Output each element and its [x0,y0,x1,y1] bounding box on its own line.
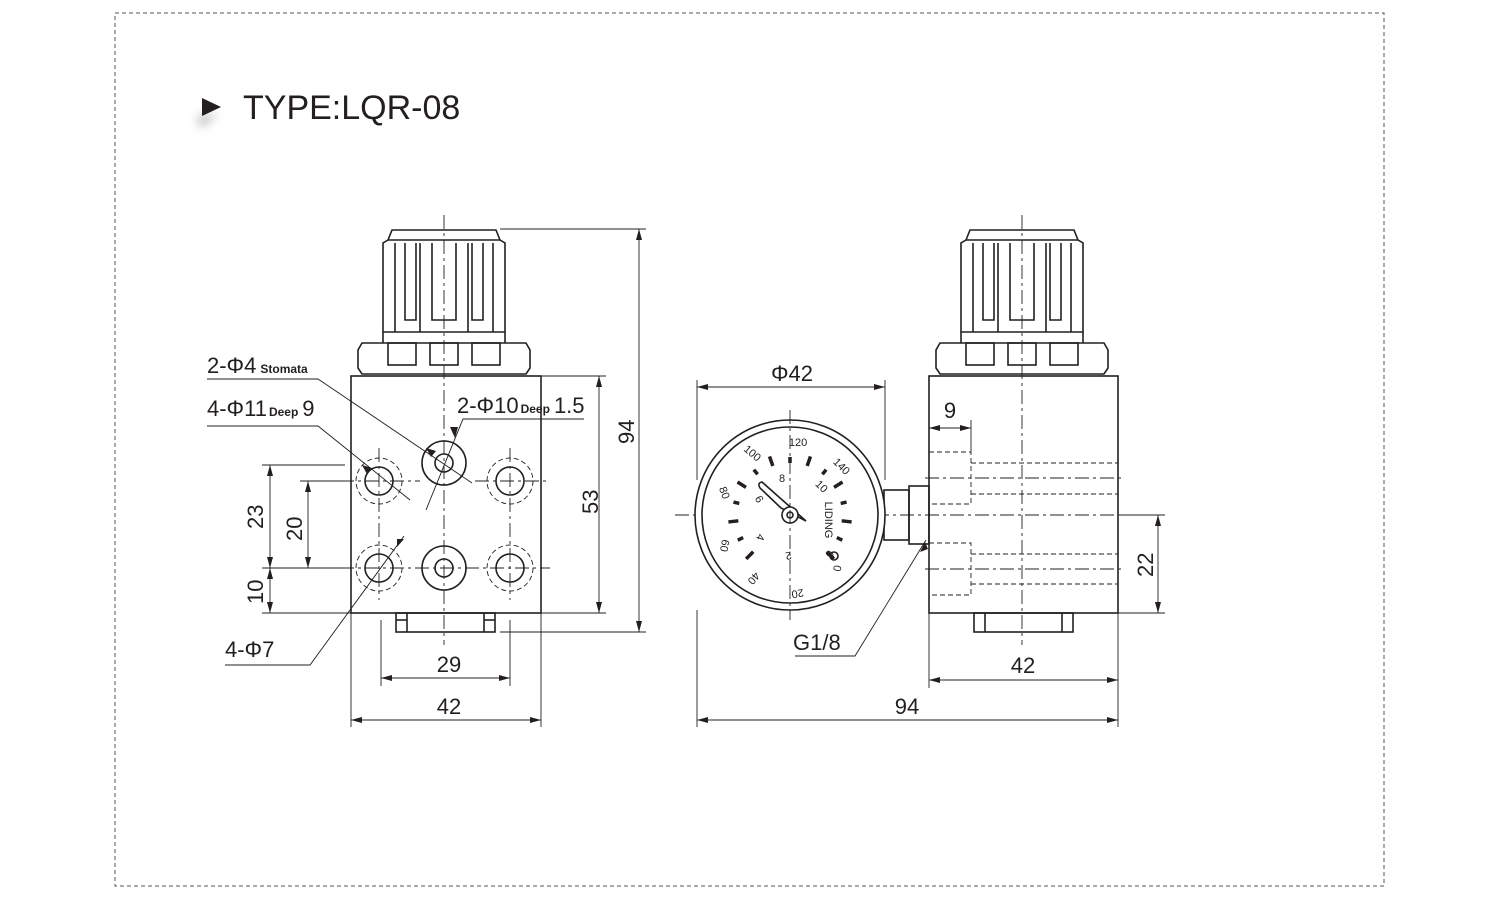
gauge-tick [840,500,847,506]
dim-hole-spacing-inner: 20 [282,517,307,541]
dim-body-height: 53 [578,490,603,514]
dim-side-body-width: 42 [1011,653,1035,678]
drawing-title: TYPE:LQR-08 [243,89,460,127]
gauge-brand: LIDING [822,502,834,539]
gauge-tick [836,535,844,542]
gauge-tick [805,455,813,467]
gauge-outer-80: 80 [716,485,731,501]
dim-total-width: 94 [895,694,919,719]
pressure-gauge: 0 20 40 60 80 100 120 140 0 2 4 6 8 10 L… [694,410,886,620]
dim-hole-spacing-outer: 23 [243,505,268,529]
title-marker [198,98,221,128]
dim-body-width: 42 [437,694,461,719]
dim-port-spacing: 22 [1133,553,1158,577]
gauge-tick [736,480,747,489]
gauge-tick [767,455,775,467]
gauge-tick [736,535,744,542]
gauge-tick [821,468,828,476]
dim-base-width: 29 [437,652,461,677]
adjustment-knob-side [960,229,1084,333]
callout-thread: G1/8 [793,630,841,655]
gauge-tick [733,500,740,506]
gauge-tick [744,550,755,561]
dim-total-height: 94 [614,420,639,444]
gauge-tick [752,468,759,476]
gauge-tick [728,519,739,524]
gauge-tick [833,480,844,489]
gauge-inner-2: 2 [784,549,792,562]
gauge-outer-20: 20 [790,586,804,600]
gauge-outer-60: 60 [717,538,731,552]
gauge-tick [841,519,852,524]
gauge-inner-6: 6 [752,494,765,505]
callout-holes: 4-Φ7 [225,637,274,662]
bottom-spigot-side [973,612,1074,633]
dim-gauge-diameter: Φ42 [771,361,813,386]
gauge-outer-0: 0 [832,564,845,572]
dim-port-offset: 9 [944,398,956,423]
front-view: 23 20 10 53 94 29 42 [207,215,646,727]
dim-bottom-offset: 10 [243,580,268,604]
side-view: 0 20 40 60 80 100 120 140 0 2 4 6 8 10 L… [675,215,1165,727]
valve-body-side [928,375,1119,614]
gauge-inner-8: 8 [779,473,785,485]
bottom-spigot [395,612,496,633]
gauge-inner-4: 4 [753,532,766,542]
hidden-ports [928,451,1118,596]
gauge-outer-120: 120 [789,437,807,449]
